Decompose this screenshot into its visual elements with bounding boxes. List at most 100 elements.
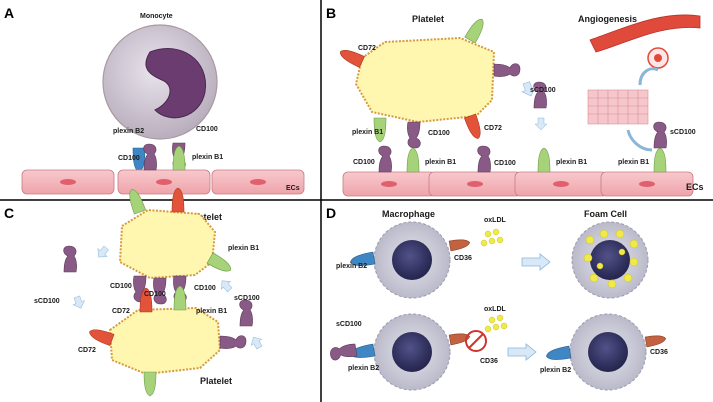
panel-d-letter: D: [326, 205, 336, 221]
endothelial-cell: [600, 171, 694, 197]
blood-vessel: [589, 14, 701, 53]
label-cd36-bottom-right: CD36: [650, 349, 668, 356]
plexin-b1-platelet: [464, 15, 488, 44]
monocyte-title: Monocyte: [140, 13, 173, 20]
panel-b: B Platelet Angiogenesis: [326, 5, 704, 197]
macrophage-nucleus-bottom: [392, 332, 432, 372]
vessel-lumen: [654, 54, 662, 62]
foam-cell-nucleus: [590, 240, 630, 280]
platelet-title-top: Platelet: [190, 212, 222, 222]
label-cd100-bottom: CD100: [118, 155, 140, 162]
scd100-molecule: [533, 81, 547, 109]
label-oxldl-bottom: oxLDL: [484, 306, 507, 313]
arrow-d-bottom: [507, 343, 537, 361]
label-scd100-left: sCD100: [34, 298, 60, 305]
label-cd72-b: CD72: [78, 347, 96, 354]
label-cd36-bottom: CD36: [480, 358, 498, 365]
macrophage-title: Macrophage: [382, 209, 435, 219]
label-cd100-left-bottom: CD100: [353, 159, 375, 166]
label-scd100-far: sCD100: [670, 129, 696, 136]
plexin-b1-ec-far: [653, 147, 667, 173]
label-plexin-b2-bottom: plexin B2: [348, 365, 379, 372]
plexin-b1-top-right: [206, 252, 235, 276]
label-cd72-a: CD72: [112, 308, 130, 315]
platelet-title-bottom: Platelet: [200, 376, 232, 386]
oxldl-cluster-bottom: [484, 314, 508, 333]
cd100-platelet-bottom: [407, 121, 421, 149]
arrow-c-1: [93, 243, 112, 262]
plexin-b1-ec: [406, 147, 420, 173]
label-plexin-b1-left: plexin B1: [352, 129, 383, 136]
label-plexin-b1-center: plexin B1: [556, 159, 587, 166]
endothelial-cell: [342, 171, 436, 197]
cd100-ec: [143, 143, 157, 171]
scd100-left: [63, 245, 77, 273]
panel-c-letter: C: [4, 205, 14, 221]
panel-d: D Macrophage Foam Cell: [326, 205, 668, 391]
label-scd100-d: sCD100: [336, 321, 362, 328]
scd100-right: [239, 299, 253, 327]
label-plexin-b1-mid: plexin B1: [425, 159, 456, 166]
label-plexin-b2-top: plexin B2: [336, 263, 367, 270]
label-cd100-a: CD100: [110, 283, 132, 290]
platelet-title: Platelet: [412, 14, 444, 24]
label-plexin-b1-right-c: plexin B1: [228, 245, 259, 252]
label-plexin-b1: plexin B1: [192, 154, 223, 161]
plexin-b1-ec-center: [537, 147, 551, 173]
label-plexin-b1-far: plexin B1: [618, 159, 649, 166]
cd36-bottom-right: [644, 333, 667, 348]
cd100-ec-left: [378, 145, 392, 173]
oxldl-cluster-top: [480, 228, 504, 247]
panel-a-letter: A: [4, 5, 14, 21]
macrophage-nucleus-top: [392, 240, 432, 280]
label-cd100-b: CD100: [144, 291, 166, 298]
label-cd36-top: CD36: [454, 255, 472, 262]
label-cd100-mid: CD100: [428, 130, 450, 137]
angiogenesis-title: Angiogenesis: [578, 14, 637, 24]
arrow-c-4: [247, 333, 265, 351]
plexin-b1-bottom-under: [143, 371, 157, 397]
arrow-d-top: [521, 253, 551, 271]
platelet-top: [118, 208, 217, 280]
panel-a: A Monocyte plexin B2 CD100 CD100 plexin …: [4, 5, 305, 195]
label-plexin-b1-mid-c: plexin B1: [196, 308, 227, 315]
label-ecs: ECs: [286, 185, 300, 192]
panel-c: C Platelet Platelet plexin B1 sCD100 CD1…: [4, 187, 265, 397]
cd100-platelet: [493, 63, 521, 77]
endothelial-cell: [21, 169, 115, 195]
cd100-ec-right: [477, 145, 491, 173]
cd72-platelet-bottom: [464, 113, 485, 141]
arrow-c-3: [217, 276, 235, 295]
blocked-sign: [465, 330, 487, 352]
label-cd100-bottom-right: CD100: [494, 160, 516, 167]
label-cd72-top: CD72: [358, 45, 376, 52]
platelet-bottom: [108, 306, 222, 376]
endothelial-tube: [587, 89, 649, 125]
monocyte-nucleus: [145, 48, 207, 119]
platelet-cell: [354, 36, 496, 124]
label-cd100-top: CD100: [196, 126, 218, 133]
label-scd100-right: sCD100: [234, 295, 260, 302]
label-plexin-b2-bottom-right: plexin B2: [540, 367, 571, 374]
label-ecs-b: ECs: [686, 182, 704, 192]
scd100-bound-d: [328, 343, 358, 362]
foam-cell-title: Foam Cell: [584, 209, 627, 219]
cd100-bottom-right: [219, 335, 247, 349]
oxldl-in-foam: [583, 229, 639, 289]
label-cd100-c: CD100: [194, 285, 216, 292]
endothelial-cell: [428, 171, 522, 197]
cd36-top: [448, 237, 471, 252]
label-plexin-b2: plexin B2: [113, 128, 144, 135]
plexin-b2-bottom-right: [545, 345, 572, 363]
endothelial-cell: [514, 171, 608, 197]
arrow-angiogenesis-up: [638, 67, 659, 86]
arrow-c-2: [70, 294, 87, 311]
scd100-bound: [653, 121, 667, 149]
label-cd72-right: CD72: [484, 125, 502, 132]
panel-b-letter: B: [326, 5, 336, 21]
macrophage-nucleus-bottom-right: [588, 332, 628, 372]
label-oxldl-top: oxLDL: [484, 217, 507, 224]
arrow-binding: [534, 117, 548, 131]
